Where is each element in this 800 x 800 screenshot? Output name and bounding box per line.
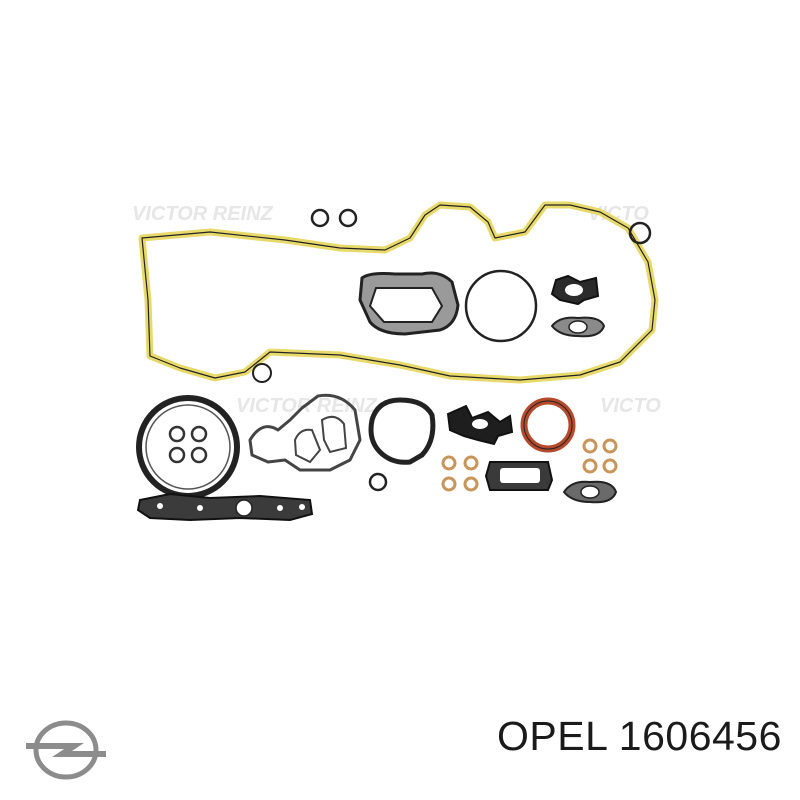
small-seal [168,446,186,464]
o-ring [628,221,652,245]
long-strip-gasket [136,492,314,522]
product-caption: OPEL 1606456 [497,713,782,760]
small-seal [190,425,208,443]
oil-cooler-gasket [248,393,362,472]
o-ring [368,472,388,492]
watermark-text: VICTO [588,203,649,225]
gasket-bolt-hole [252,363,272,383]
small-seal [168,425,186,443]
copper-washers [441,438,618,492]
part-number: 1606456 [618,713,782,759]
watermark-text: VICTO [600,395,661,417]
opel-logo-icon [22,718,110,782]
gasket-set-image: VICTOR REINZ VICTOR REINZ VICTO VICTO [120,180,680,540]
watermark-text: VICTOR REINZ [132,203,274,225]
o-ring [310,208,330,228]
timing-cover-gasket-edge [141,204,656,381]
brand-name: OPEL [497,713,607,759]
crankshaft-seal [136,395,240,499]
small-seal [190,446,208,464]
o-ring [338,208,358,228]
water-pump-gasket [368,397,436,465]
large-o-ring [464,269,538,343]
